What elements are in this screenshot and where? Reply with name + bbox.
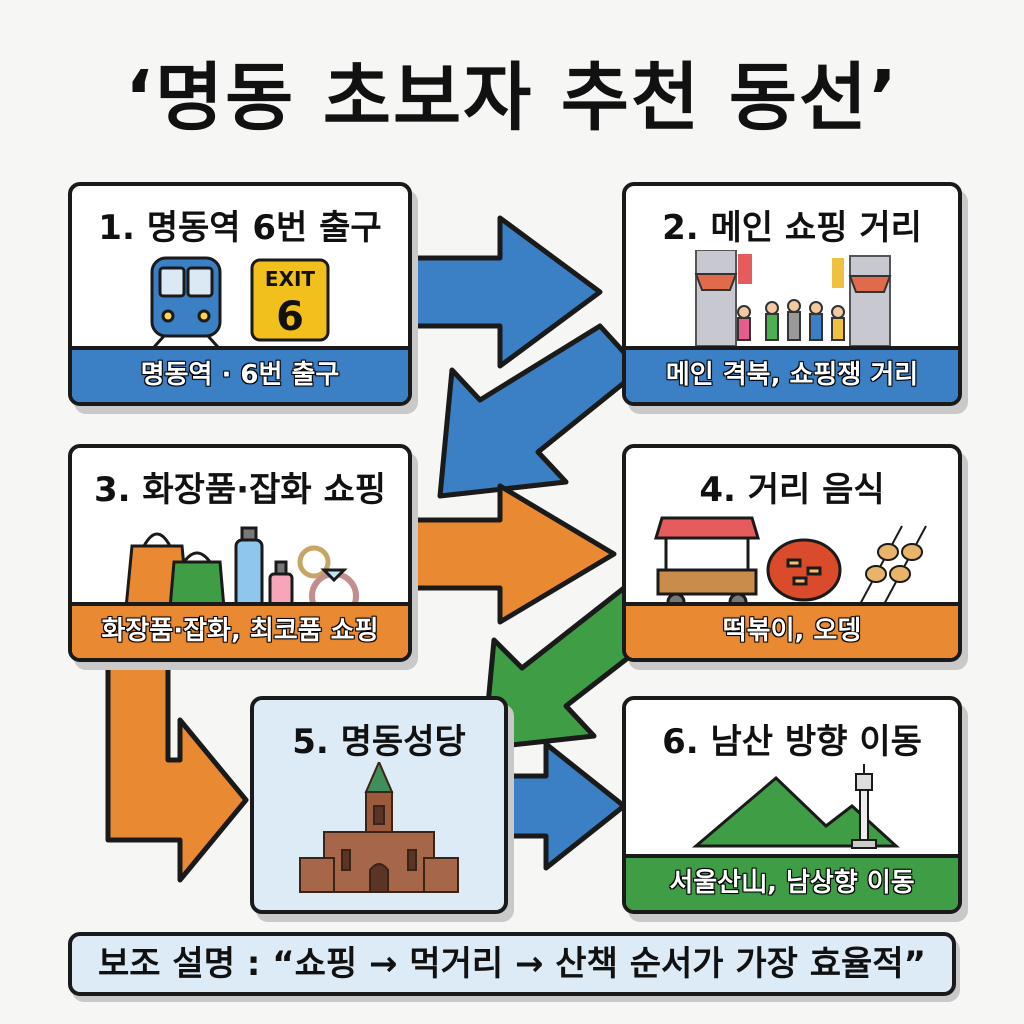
street-shopping-icon: [694, 249, 892, 347]
exit-sign-number: 6: [276, 294, 304, 340]
step-card-6: 6. 남산 방향 이동 서울산山, 남상향 이동: [622, 696, 962, 914]
arrow-3-to-4: [397, 483, 617, 625]
step-title: 2. 메인 쇼핑 거리: [662, 208, 922, 248]
namsan-tower-icon: [851, 756, 877, 849]
food-cart-icon: [653, 516, 761, 612]
step-title: 5. 명동성당: [292, 722, 466, 762]
step-caption: 메인 격북, 쇼핑쟁 거리: [626, 346, 958, 402]
step-caption: 서울산山, 남상향 이동: [626, 854, 958, 910]
arrow-3-to-5: [105, 647, 249, 883]
arrow-2-to-3: [437, 323, 643, 499]
exit-sign-label: EXIT: [265, 267, 316, 291]
step-title: 4. 거리 음식: [699, 470, 885, 510]
exit-sign-icon: EXIT 6: [250, 258, 330, 342]
step-caption: 떡볶이, 오뎅: [626, 602, 958, 658]
step-illustration: [626, 756, 958, 874]
step-caption: 명동역 · 6번 출구: [72, 346, 408, 402]
step-title: 6. 남산 방향 이동: [662, 722, 922, 762]
arrow-5-to-6: [493, 741, 627, 871]
step-card-1: 1. 명동역 6번 출구 EXIT 6 명동역 · 6번 출구: [68, 182, 412, 406]
shopping-bag-icon: [124, 532, 226, 610]
cathedral-icon: [254, 759, 504, 902]
step-card-3: 3. 화장품·잡화 쇼핑 화장품·잡화, 최코품 쇼핑: [68, 444, 412, 662]
step-title: 3. 화장품·잡화 쇼핑: [93, 470, 387, 510]
tteokbokki-icon: [766, 538, 842, 602]
step-caption: 화장품·잡화, 최코품 쇼핑: [72, 602, 408, 658]
step-illustration: EXIT 6: [72, 250, 408, 360]
diagram-title: ‘명동 초보자 추천 동선’: [124, 55, 900, 141]
step-title: 1. 명동역 6번 출구: [98, 208, 382, 248]
step-illustration: [626, 249, 958, 360]
arrow-1-to-2: [397, 215, 603, 369]
train-icon: [144, 256, 228, 358]
footnote: 보조 설명 : “쇼핑 → 먹거리 → 산책 순서가 가장 효율적”: [68, 932, 956, 996]
step-card-4: 4. 거리 음식 떡볶이,: [622, 444, 962, 662]
step-card-5: 5. 명동성당: [250, 696, 508, 914]
cosmetics-icon: [234, 526, 294, 610]
ring-icon: [297, 545, 359, 621]
step-illustration: [72, 512, 408, 622]
skewer-icon: [857, 525, 927, 609]
step-card-2: 2. 메인 쇼핑 거리 메인 격북, 쇼핑쟁 거리: [622, 182, 962, 406]
